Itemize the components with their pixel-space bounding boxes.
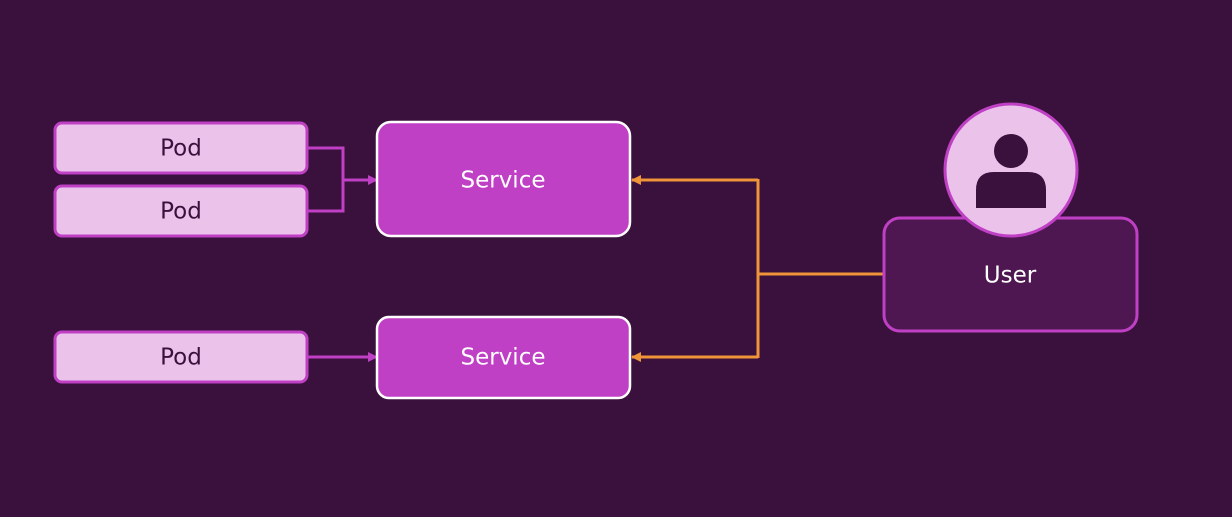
- user-label: User: [984, 263, 1037, 289]
- person-icon: [976, 134, 1046, 208]
- pod-label: Pod: [160, 136, 202, 162]
- pod-2-connector: [307, 180, 345, 213]
- user-connectors: [631, 175, 884, 362]
- pod-label: Pod: [160, 345, 202, 371]
- pod-1-connector: [307, 146, 345, 180]
- service-node-1: Service: [375, 120, 632, 238]
- user-node: User: [882, 102, 1139, 333]
- service-node-2: Service: [375, 315, 632, 400]
- pod-node-3: Pod: [53, 330, 309, 384]
- service-label: Service: [460, 168, 545, 194]
- service-label: Service: [460, 345, 545, 371]
- pod-label: Pod: [160, 199, 202, 225]
- pod-node-2: Pod: [53, 184, 309, 238]
- pod-node-1: Pod: [53, 121, 309, 175]
- user-avatar: [943, 102, 1079, 238]
- pod-connectors: [307, 146, 378, 362]
